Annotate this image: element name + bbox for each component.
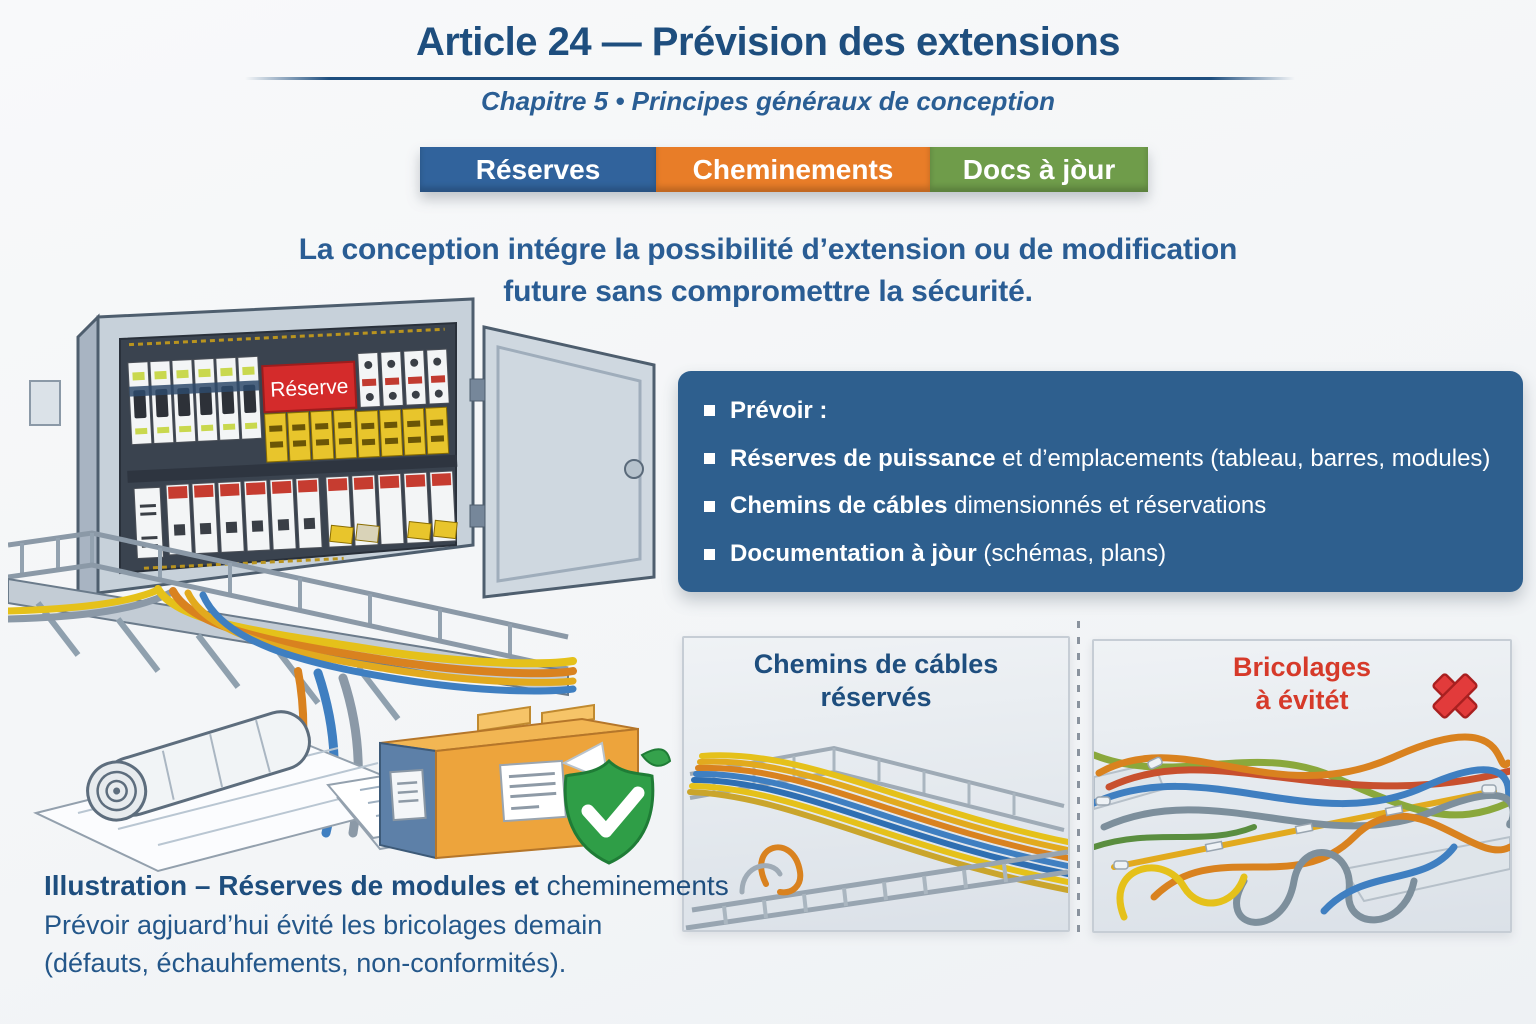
bullet-chemins: Chemins de cábles dimensionnés et réserv… [704,491,1495,521]
bullet-reserves: Réserves de puissance et d’emplacements … [704,444,1495,474]
intro-statement: La conception intégre la possibilité d’e… [0,229,1536,313]
title-divider [245,77,1295,80]
bullet-text-rest: et d’emplacements (tableau, barres, modu… [995,444,1491,472]
rolled-plan [86,710,311,822]
wall-box [29,380,61,426]
caption: Illustration – Réserves de modules et ch… [44,866,729,982]
cabinet-door [469,325,656,599]
breaker-rows: Réserve [127,327,458,570]
bullet-square-icon [704,500,715,512]
bullet-text-bold: Réserves de puissance [730,444,996,472]
bullet-documentation: Documentation à jòur (schémas, plans) [704,539,1495,569]
tab-reserves[interactable]: Réserves [420,147,656,192]
page-title: Article 24 — Prévision des extensions [415,20,1121,64]
tab-bar: Réserves Cheminements Docs à jòur [420,147,1148,192]
panel-chemins-reserves: Chemins de cábles réservés [682,636,1070,932]
info-box: Prévoir : Réserves de puissance et d’emp… [678,371,1523,592]
spare-modules [264,406,450,463]
bullet-square-icon [704,453,715,465]
bullet-prevoir: Prévoir : [704,396,1495,426]
bullet-square-icon [704,405,715,417]
tab-docs-a-jour[interactable]: Docs à jòur [930,147,1148,192]
bullet-text-bold: Prévoir : [730,396,828,424]
tab-cheminements[interactable]: Cheminements [656,147,930,192]
panel-right-title: Bricolages à évitét [1232,652,1372,715]
caption-line1: Illustration – Réserves de modules et ch… [44,866,729,906]
intro-statement-line1: La conception intégre la possibilité d’e… [298,233,1238,266]
tangled-cables-illustration [1094,733,1510,926]
caption-line1-rest: cheminements [538,870,729,901]
check-shield-icon [561,741,672,865]
panel-divider [1077,621,1080,941]
cabinet-illustration: Réserve [8,297,672,873]
red-x-icon [1432,673,1478,719]
caption-line2: Prévoir agjuard’hui évité les bricolages… [44,910,603,940]
bullet-text-bold: Chemins de cábles [730,492,948,520]
bullet-text-rest: dimensionnés et réservations [947,492,1267,520]
tidy-cables-illustration [685,745,1068,930]
reserve-label-text: Réserve [270,375,349,402]
page-subtitle: Chapitre 5 • Principes généraux de conce… [480,86,1056,116]
panel-bricolages: Bricolages à évitét [1092,639,1512,933]
intro-statement-line2: future sans compromettre la sécurité. [503,275,1033,308]
bullet-square-icon [704,548,715,560]
reserve-label [261,360,358,414]
bullet-text-rest: (schémas, plans) [976,540,1167,568]
bullet-text-bold: Documentation à jòur [730,540,977,568]
panel-left-title: Chemins de cábles réservés [753,649,999,712]
caption-line1-bold: Illustration – Réserves de modules et [44,870,539,901]
caption-line3: (défauts, échauhfements, non-conformités… [44,948,567,978]
